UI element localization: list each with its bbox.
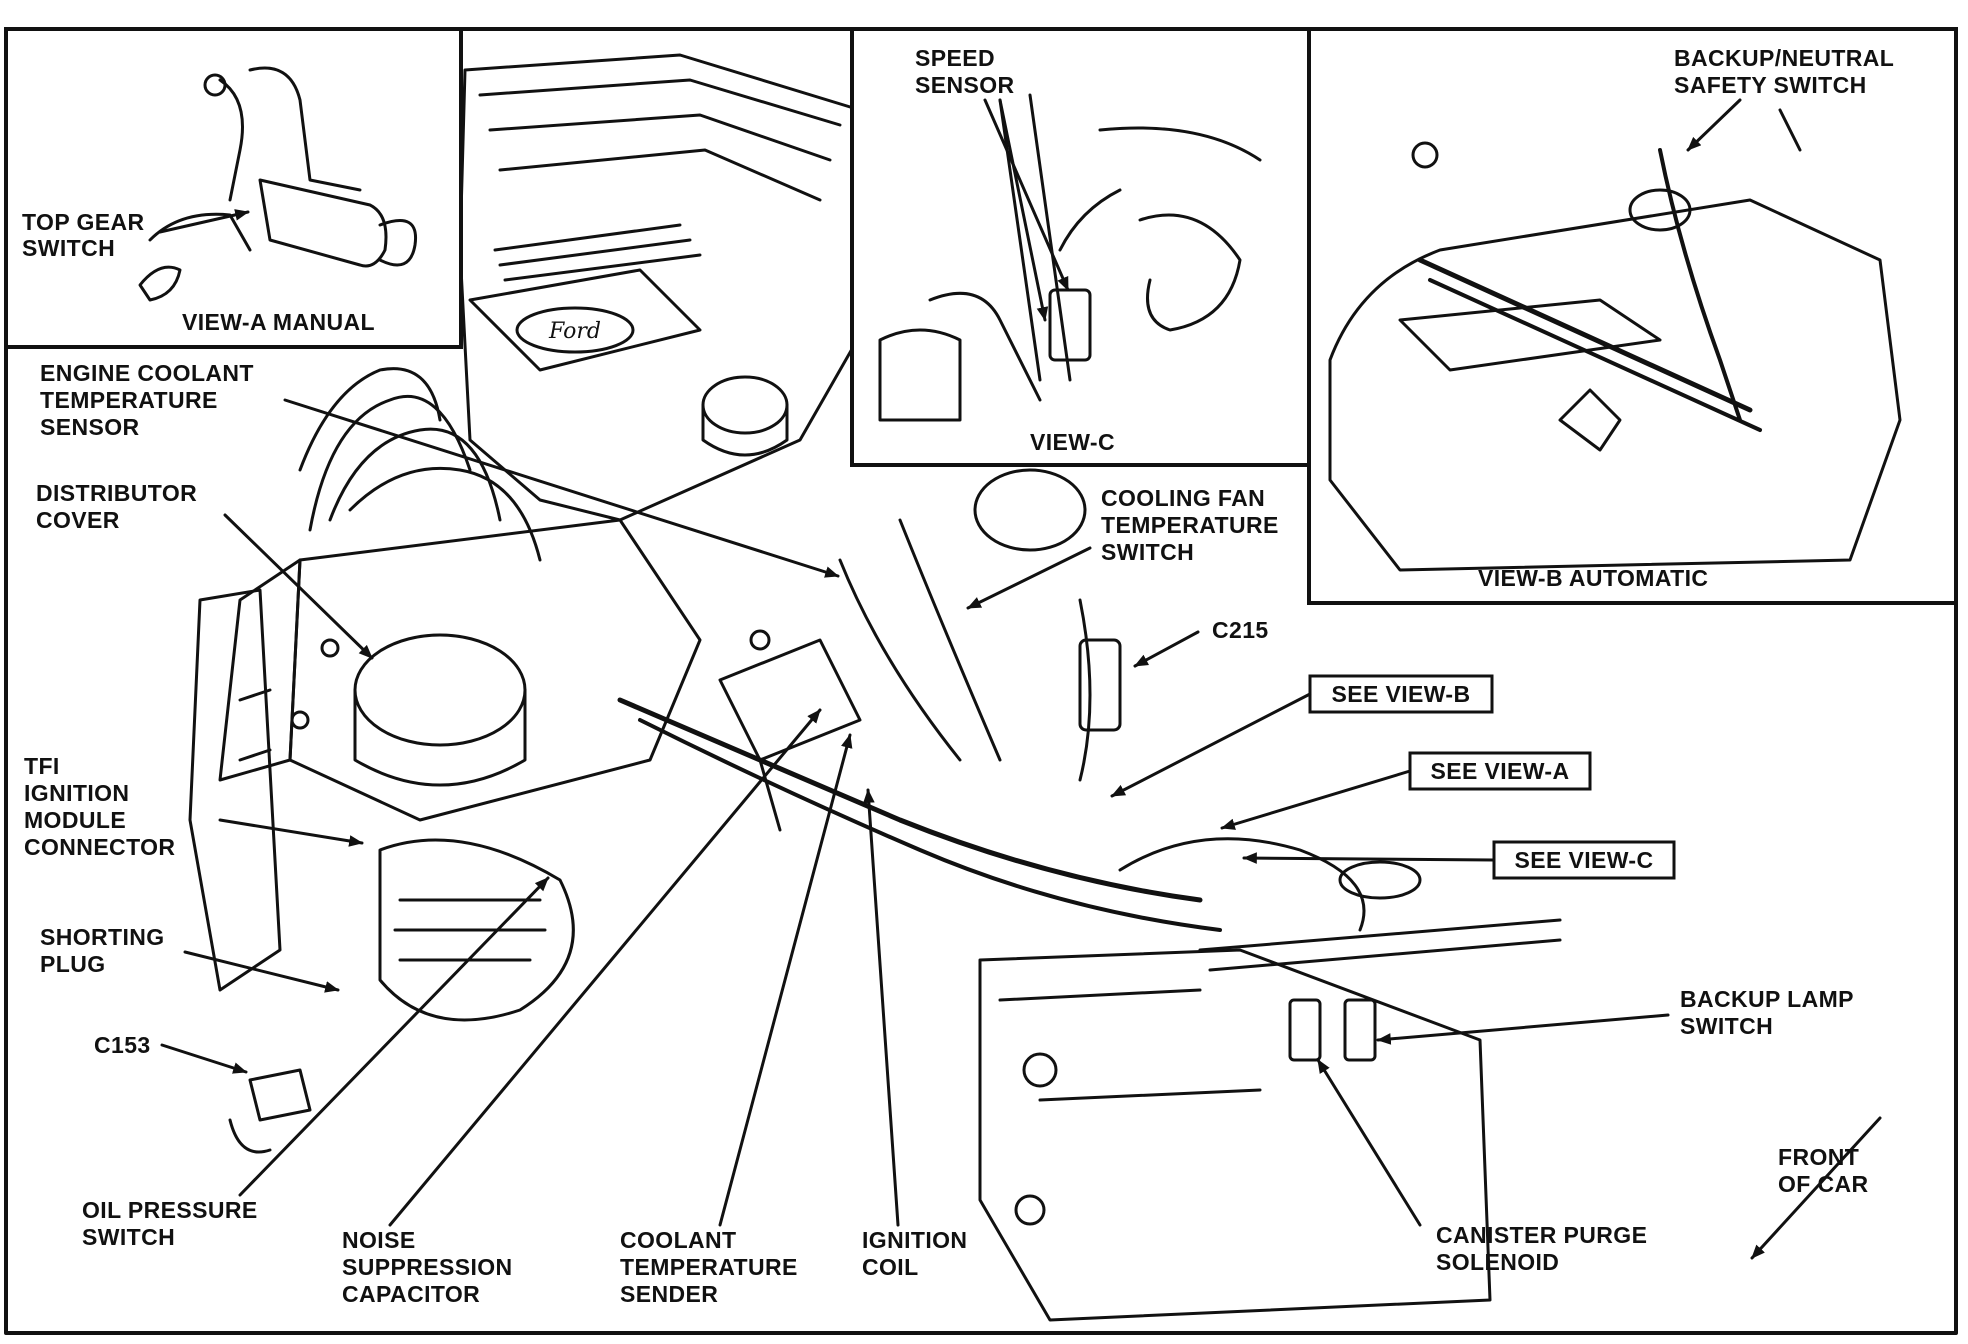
- callout-see-view-b-text: SEE VIEW-B: [1331, 681, 1470, 707]
- label-canister-purge-solenoid-2: SOLENOID: [1436, 1249, 1559, 1275]
- arrow-noise-suppression-capacitor: [388, 708, 822, 1227]
- label-speed-sensor-1: SPEED: [915, 45, 995, 71]
- view-a-caption: VIEW-A MANUAL: [182, 309, 375, 335]
- arrow-c215: [1133, 630, 1200, 668]
- label-cooling-fan-temp-switch-2: TEMPERATURE: [1101, 512, 1279, 538]
- arrow-coolant-temperature-sender: [718, 733, 853, 1227]
- label-noise-suppression-capacitor-1: NOISE: [342, 1227, 416, 1253]
- label-noise-suppression-capacitor-2: SUPPRESSION: [342, 1254, 513, 1280]
- label-front-of-car-1: FRONT: [1778, 1144, 1859, 1170]
- engine-illustration: Ford: [188, 53, 1562, 1322]
- arrow-shorting-plug: [183, 950, 340, 993]
- label-tfi-2: IGNITION: [24, 780, 129, 806]
- label-front-of-car-2: OF CAR: [1778, 1171, 1869, 1197]
- label-shorting-plug-1: SHORTING: [40, 924, 165, 950]
- arrow-canister-purge-solenoid: [1316, 1058, 1422, 1227]
- arrow-backup-lamp-switch: [1376, 1013, 1670, 1045]
- inset-view-a: TOP GEAR SWITCH VIEW-A MANUAL: [4, 27, 463, 349]
- arrow-see-view-a: [1220, 769, 1412, 830]
- arrow-backup-neutral-safety-switch: [1686, 98, 1742, 152]
- label-tfi-1: TFI: [24, 753, 60, 779]
- label-backup-neutral-safety-switch-1: BACKUP/NEUTRAL: [1674, 45, 1894, 71]
- callout-see-view-c-text: SEE VIEW-C: [1514, 847, 1653, 873]
- label-speed-sensor-2: SENSOR: [915, 72, 1015, 98]
- label-tfi-3: MODULE: [24, 807, 126, 833]
- inset-view-b: BACKUP/NEUTRAL SAFETY SWITCH VIEW-B AUTO…: [1307, 27, 1958, 605]
- label-ect-sensor-3: SENSOR: [40, 414, 140, 440]
- callout-see-view-b[interactable]: SEE VIEW-B: [1308, 674, 1494, 714]
- arrow-speed-sensor-2: [998, 98, 1049, 322]
- label-ignition-coil-2: COIL: [862, 1254, 919, 1280]
- label-coolant-temperature-sender-2: TEMPERATURE: [620, 1254, 798, 1280]
- label-top-gear-switch-2: SWITCH: [22, 235, 115, 261]
- arrow-oil-pressure-switch: [238, 876, 550, 1197]
- label-coolant-temperature-sender-1: COOLANT: [620, 1227, 737, 1253]
- callout-see-view-a[interactable]: SEE VIEW-A: [1408, 751, 1592, 791]
- callout-see-view-a-text: SEE VIEW-A: [1430, 758, 1569, 784]
- label-oil-pressure-switch-2: SWITCH: [82, 1224, 175, 1250]
- label-c153: C153: [94, 1032, 151, 1058]
- label-shorting-plug-2: PLUG: [40, 951, 106, 977]
- ford-logo: Ford: [548, 319, 601, 344]
- label-ignition-coil-1: IGNITION: [862, 1227, 967, 1253]
- label-backup-lamp-switch-1: BACKUP LAMP: [1680, 986, 1854, 1012]
- label-canister-purge-solenoid-1: CANISTER PURGE: [1436, 1222, 1647, 1248]
- arrow-distributor-cover: [223, 513, 374, 660]
- label-top-gear-switch-1: TOP GEAR: [22, 209, 145, 235]
- label-backup-lamp-switch-2: SWITCH: [1680, 1013, 1773, 1039]
- arrow-tfi: [218, 818, 364, 847]
- view-b-art: [1328, 108, 1902, 572]
- label-c215: C215: [1212, 617, 1269, 643]
- arrow-see-view-b: [1110, 692, 1312, 798]
- label-backup-neutral-safety-switch-2: SAFETY SWITCH: [1674, 72, 1867, 98]
- arrow-speed-sensor-1: [983, 98, 1070, 292]
- arrow-ect-sensor: [283, 398, 840, 578]
- label-ect-sensor-1: ENGINE COOLANT: [40, 360, 254, 386]
- view-b-caption: VIEW-B AUTOMATIC: [1478, 565, 1708, 591]
- view-a-art: [138, 66, 418, 302]
- callout-see-view-c[interactable]: SEE VIEW-C: [1492, 840, 1676, 880]
- inset-view-c: SPEED SENSOR VIEW-C: [850, 27, 1311, 467]
- arrow-top-gear-switch: [158, 209, 250, 234]
- label-tfi-4: CONNECTOR: [24, 834, 175, 860]
- label-cooling-fan-temp-switch-1: COOLING FAN: [1101, 485, 1265, 511]
- arrow-front-of-car: [1750, 1116, 1882, 1260]
- label-cooling-fan-temp-switch-3: SWITCH: [1101, 539, 1194, 565]
- label-coolant-temperature-sender-3: SENDER: [620, 1281, 718, 1307]
- label-distributor-cover-1: DISTRIBUTOR: [36, 480, 197, 506]
- arrow-cooling-fan-temp-switch: [966, 546, 1092, 610]
- view-c-caption: VIEW-C: [1030, 429, 1115, 455]
- label-ect-sensor-2: TEMPERATURE: [40, 387, 218, 413]
- label-distributor-cover-2: COVER: [36, 507, 120, 533]
- arrow-ignition-coil: [863, 788, 900, 1227]
- label-noise-suppression-capacitor-3: CAPACITOR: [342, 1281, 480, 1307]
- label-oil-pressure-switch-1: OIL PRESSURE: [82, 1197, 258, 1223]
- arrow-c153: [160, 1043, 248, 1074]
- arrow-see-view-c: [1242, 852, 1496, 864]
